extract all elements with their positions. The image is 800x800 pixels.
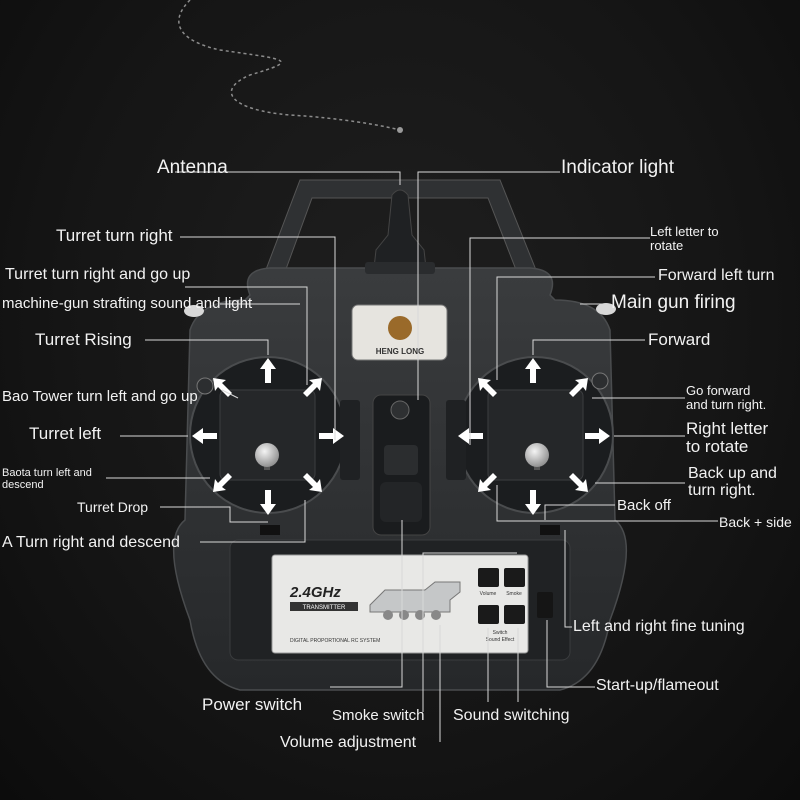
label-turret-left: Turret left — [29, 424, 102, 443]
label-turret-rising: Turret Rising — [35, 330, 132, 349]
leader-lines — [106, 171, 718, 742]
label-start-up-flameout: Start-up/flameout — [596, 677, 719, 694]
band-text: 2.4GHz — [289, 584, 341, 601]
right-direction-arrows — [458, 358, 610, 515]
label-go-forward-turn-right: Go forward and turn right. — [686, 383, 767, 412]
label-turret-turn-right-go-up: Turret turn right and go up — [5, 266, 191, 283]
switch-button[interactable] — [478, 605, 499, 624]
system-text: DIGITAL PROPORTIONAL RC SYSTEM — [290, 638, 380, 644]
label-sound-switching: Sound switching — [453, 707, 570, 724]
label-baota-left-descend: Baota turn left and descend — [2, 467, 92, 491]
label-turret-drop: Turret Drop — [77, 499, 149, 515]
left-stick[interactable] — [255, 443, 279, 470]
label-fine-tuning: Left and right fine tuning — [573, 618, 745, 635]
label-indicator-light: Indicator light — [561, 157, 675, 178]
switch-caption-1: Switch — [493, 630, 508, 636]
label-power-switch: Power switch — [202, 695, 303, 714]
right-stick[interactable] — [525, 443, 549, 470]
label-main-gun-firing: Main gun firing — [611, 292, 736, 313]
label-back-off: Back off — [617, 497, 671, 514]
label-right-letter-rotate: Right letter to rotate — [686, 419, 769, 456]
label-forward: Forward — [648, 330, 711, 349]
label-back-up-turn-right: Back up and turn right. — [688, 465, 777, 499]
label-volume-adjustment: Volume adjustment — [280, 734, 417, 751]
label-turret-turn-right: Turret turn right — [56, 226, 173, 245]
transmitter-text: TRANSMITTER — [303, 605, 346, 611]
antenna-wire — [178, 0, 401, 131]
sound-effect-button[interactable] — [504, 605, 525, 624]
left-direction-arrows — [192, 358, 344, 515]
volume-button-label: Volume — [480, 591, 497, 597]
smoke-button-label: Smoke — [506, 591, 522, 597]
label-forward-left-turn: Forward left turn — [658, 267, 775, 284]
label-smoke-switch: Smoke switch — [332, 707, 425, 724]
start-button[interactable] — [537, 592, 553, 618]
label-mg-sound-light: machine-gun strafting sound and light — [2, 295, 253, 312]
label-back-side: Back + side — [719, 514, 792, 530]
brand-logo-text: HENG LONG — [376, 347, 424, 356]
label-a-turn-right-descend: A Turn right and descend — [2, 534, 180, 551]
switch-caption-2: Sound Effect — [486, 637, 515, 643]
label-left-letter-rotate: Left letter to rotate — [650, 224, 719, 253]
label-bao-tower-left-up: Bao Tower turn left and go up — [2, 388, 198, 405]
label-antenna: Antenna — [157, 157, 228, 178]
smoke-button[interactable] — [504, 568, 525, 587]
volume-button[interactable] — [478, 568, 499, 587]
